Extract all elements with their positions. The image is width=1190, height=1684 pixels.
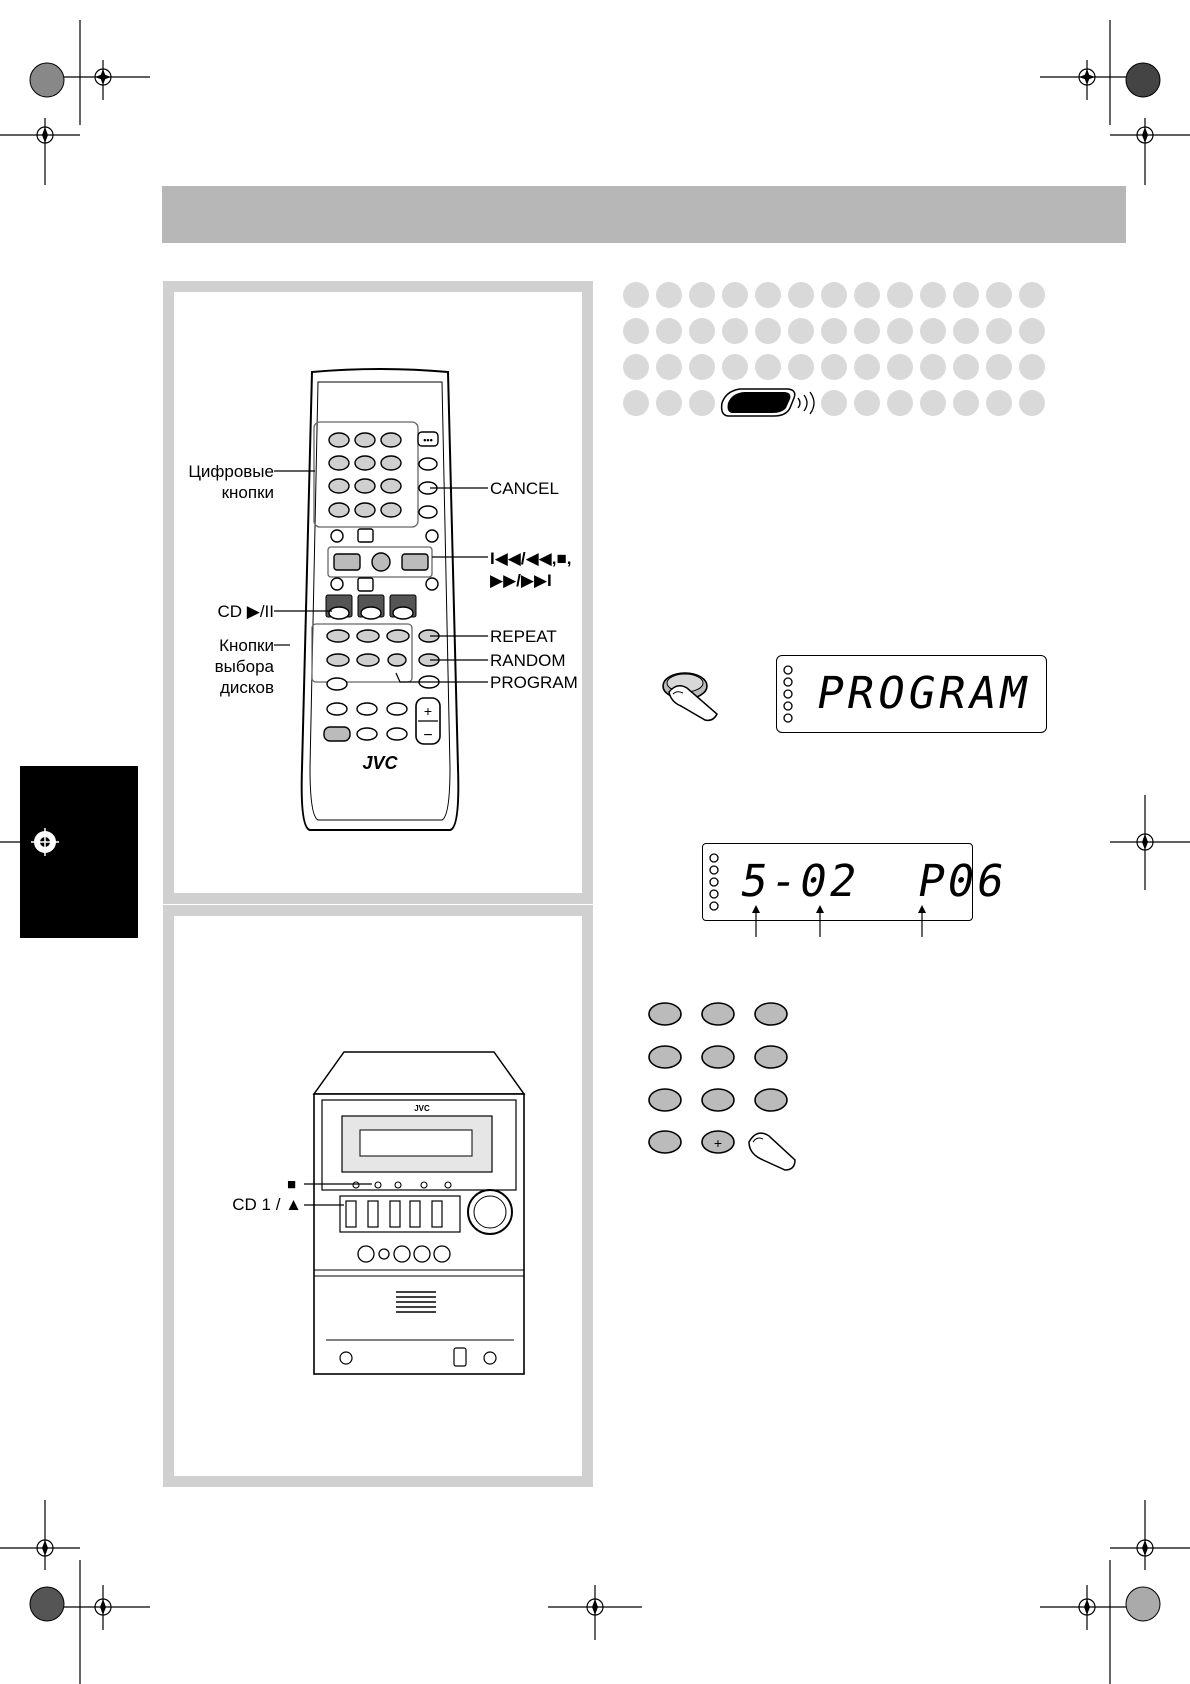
- label-stop: ■: [287, 1176, 297, 1193]
- display-program-text: PROGRAM: [812, 668, 1036, 719]
- display-status: 5-02 P06: [702, 843, 1011, 921]
- disc-indicator-icons: [709, 853, 719, 911]
- svg-text:•••: •••: [423, 435, 432, 445]
- unit-brand-logo: JVC: [414, 1104, 430, 1113]
- side-tab: [20, 766, 138, 938]
- svg-text:−: −: [423, 727, 432, 744]
- disc-indicator-icons: [783, 665, 793, 723]
- label-skip-search-stop: I◀◀/◀◀,■,: [490, 549, 572, 568]
- label-digit-buttons: Цифровые кнопки: [188, 462, 274, 502]
- remote-brand-logo: JVC: [362, 753, 398, 773]
- svg-text:+: +: [714, 1135, 722, 1151]
- unit-callout-lines: [304, 1183, 372, 1206]
- label-program: PROGRAM: [490, 673, 578, 692]
- registration-mark-icon: [31, 828, 59, 856]
- label-skip-search-stop-2: ▶▶/▶▶I: [490, 571, 552, 590]
- press-program-illustration: [662, 672, 718, 722]
- label-cd1-eject: CD 1 / ▲: [232, 1195, 302, 1214]
- dot-grid: [623, 282, 1045, 417]
- main-unit: JVC: [312, 1051, 526, 1375]
- remote-control: ••• + − JVC: [300, 368, 460, 831]
- label-repeat: REPEAT: [490, 627, 557, 646]
- remote-icon: [720, 388, 815, 417]
- label-cancel: CANCEL: [490, 479, 559, 498]
- label-cd-play-pause: CD ▶/II: [217, 602, 274, 621]
- label-random: RANDOM: [490, 651, 566, 670]
- label-disc-select: Кнопки выбора дисков: [214, 636, 274, 697]
- keypad-illustration: +: [648, 1002, 796, 1171]
- header-band: [162, 186, 1126, 243]
- svg-text:+: +: [424, 703, 432, 719]
- status-pointer-lines: [752, 905, 926, 937]
- remote-callout-lines: [274, 470, 488, 683]
- display-status-text: 5-02 P06: [736, 856, 1012, 907]
- display-program: PROGRAM: [776, 655, 1047, 733]
